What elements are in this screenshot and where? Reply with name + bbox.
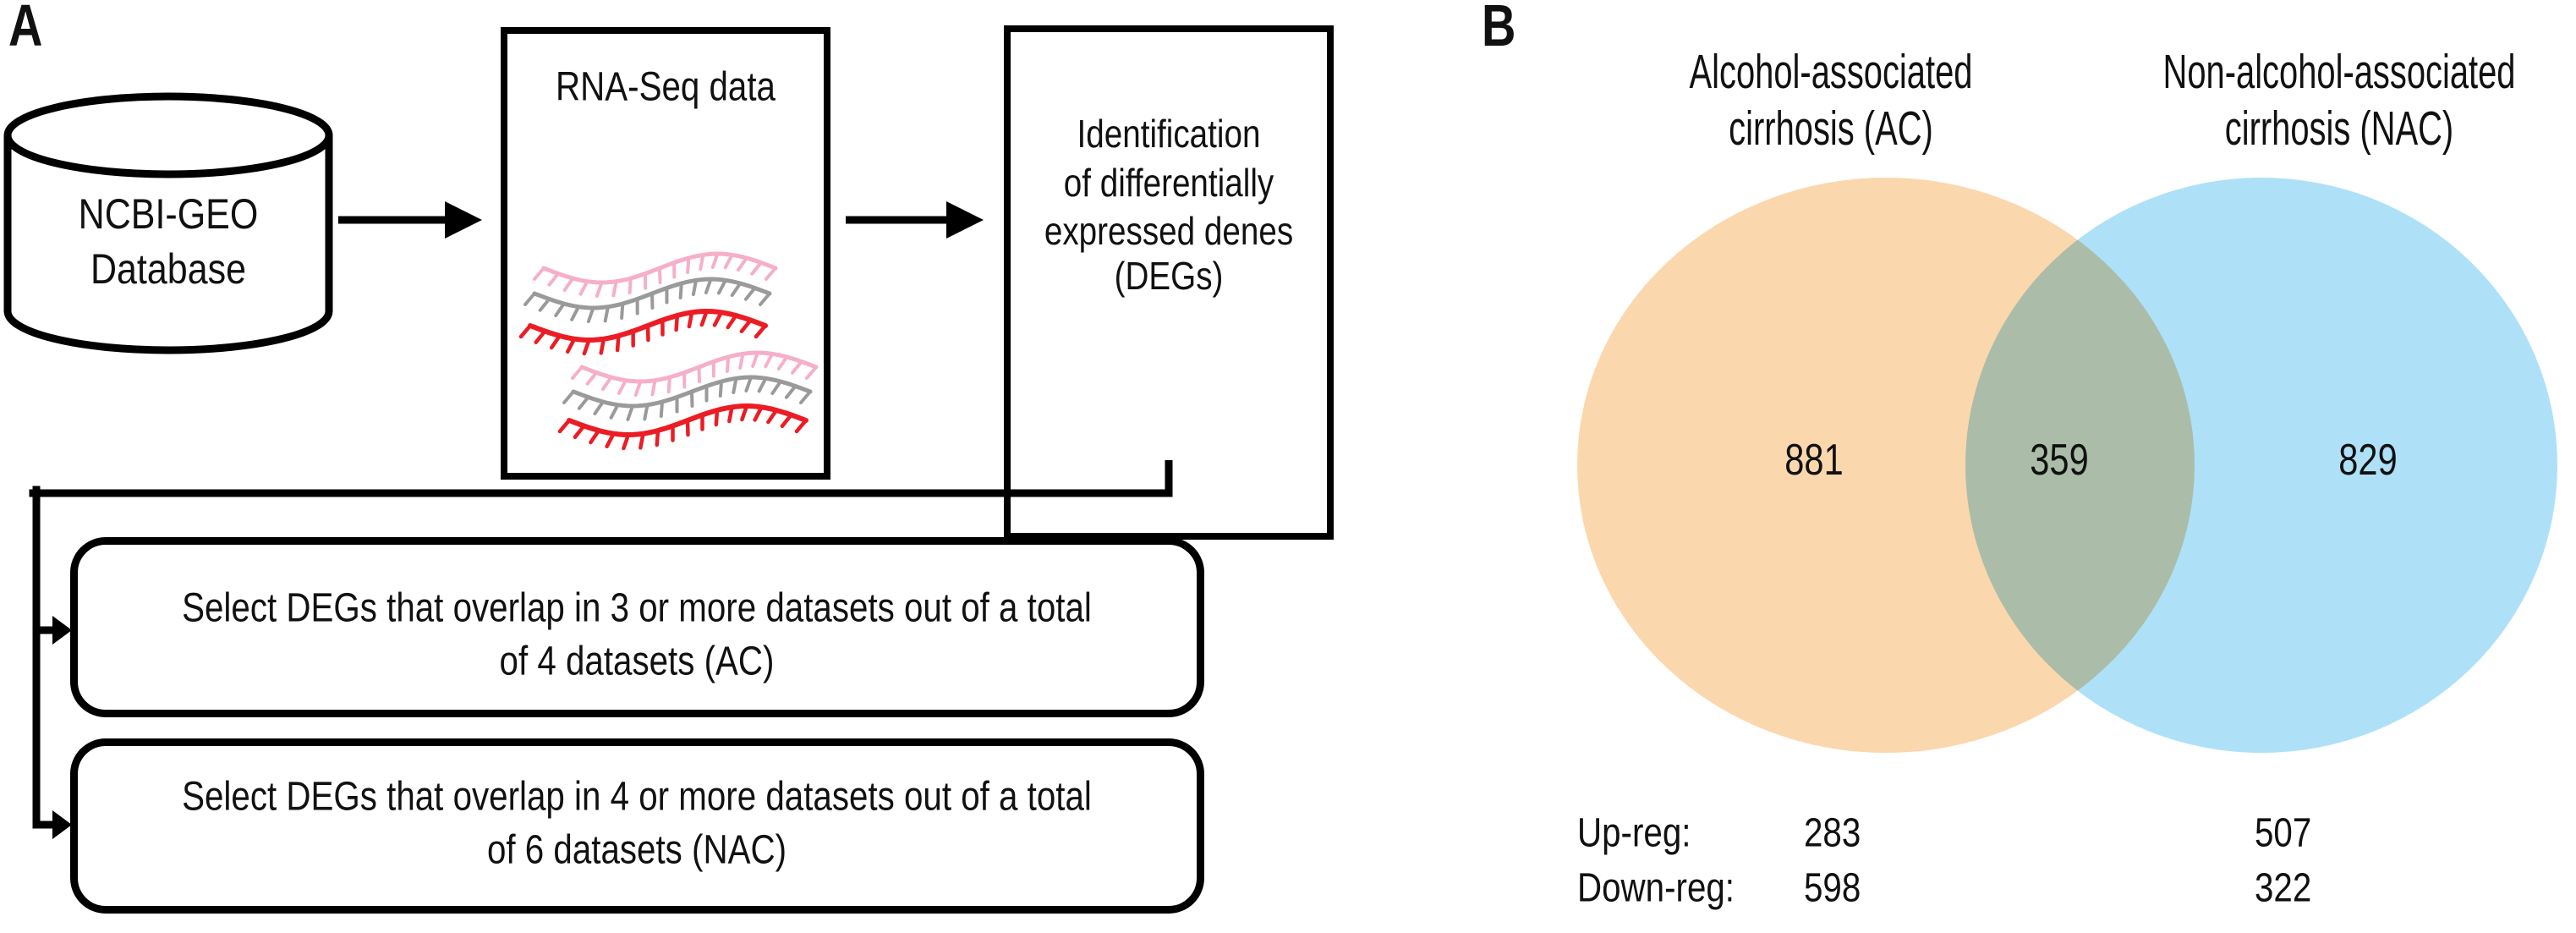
arrow-right-icon [338, 201, 482, 239]
rna-seq-box-title: RNA-Seq data [556, 64, 776, 110]
select-box-nac [70, 738, 1204, 914]
database-cylinder-icon [3, 92, 333, 354]
database-name-line2: Database [90, 245, 247, 293]
venn-count-nac-only: 829 [2338, 436, 2398, 485]
panel-a-label: A [8, 0, 42, 58]
rna-seq-box [501, 27, 830, 480]
arrow-right-icon [52, 810, 72, 839]
deg-box-line3: expressed denes [1044, 209, 1294, 253]
rna-strands-icon [518, 251, 819, 451]
arrow-right-icon [846, 201, 984, 239]
down-reg-label: Down-reg: [1577, 865, 1735, 911]
database-name-line1: NCBI-GEO [78, 190, 259, 238]
panel-b-label: B [1482, 0, 1515, 58]
venn-left-title-line2: cirrhosis (AC) [1729, 102, 1933, 156]
deg-box-line2: of differentially [1063, 161, 1274, 205]
venn-right-title-line2: cirrhosis (NAC) [2224, 102, 2454, 156]
deg-identification-box [1004, 25, 1334, 540]
select-box-nac-line2: of 6 datasets (NAC) [486, 827, 787, 873]
venn-count-overlap: 359 [2030, 436, 2089, 485]
select-box-ac [70, 537, 1204, 717]
deg-box-line4: (DEGs) [1114, 254, 1224, 298]
select-box-nac-line1: Select DEGs that overlap in 4 or more da… [182, 774, 1092, 820]
select-box-ac-line1: Select DEGs that overlap in 3 or more da… [182, 585, 1092, 631]
venn-count-ac-only: 881 [1784, 436, 1844, 485]
down-reg-nac-value: 322 [2255, 865, 2312, 911]
venn-right-title-line1: Non-alcohol-associated [2162, 45, 2516, 99]
arrow-right-icon [52, 616, 72, 645]
deg-box-line1: Identification [1077, 112, 1261, 156]
venn-circle-nac [1965, 178, 2557, 753]
down-reg-ac-value: 598 [1804, 865, 1861, 911]
up-reg-label: Up-reg: [1577, 810, 1691, 856]
select-box-ac-line2: of 4 datasets (AC) [499, 639, 775, 684]
venn-left-title-line1: Alcohol-associated [1689, 45, 1973, 99]
up-reg-ac-value: 283 [1804, 810, 1861, 856]
up-reg-nac-value: 507 [2255, 810, 2312, 856]
flow-connector-lines [29, 460, 1173, 839]
